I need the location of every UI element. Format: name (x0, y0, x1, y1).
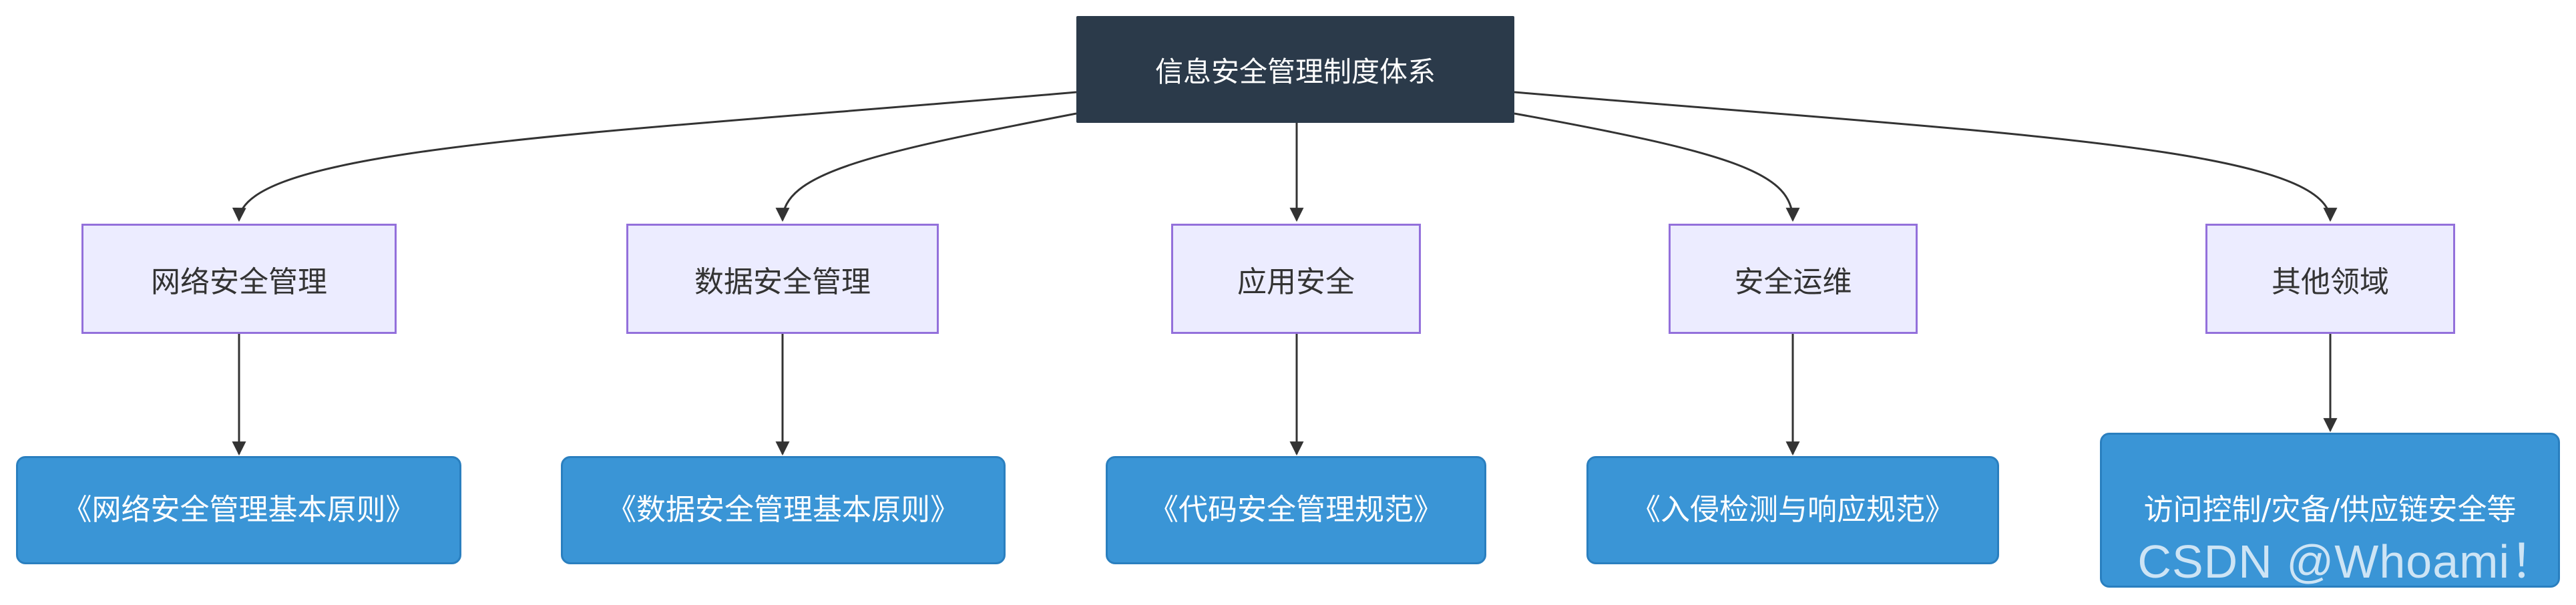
document-label: 访问控制/灾备/供应链安全等 (2143, 493, 2517, 527)
category-label: 应用安全 (1237, 264, 1355, 299)
edge-root-to-data (775, 112, 1077, 222)
category-node-data: 数据安全管理 (626, 224, 939, 334)
category-node-network: 网络安全管理 (81, 224, 397, 334)
category-node-app: 应用安全 (1171, 224, 1421, 334)
edge-root-to-network (232, 91, 1077, 222)
document-node-data: 《数据安全管理基本原则》 (561, 456, 1006, 564)
document-label: 《网络安全管理基本原则》 (62, 493, 415, 527)
category-label: 网络安全管理 (151, 264, 327, 299)
root-label: 信息安全管理制度体系 (1154, 55, 1436, 88)
watermark: CSDN @Whoami！ (2137, 536, 2557, 588)
category-label: 数据安全管理 (694, 264, 871, 299)
document-node-app: 《代码安全管理规范》 (1106, 456, 1486, 564)
edge-root-to-other (1514, 91, 2338, 222)
root-node: 信息安全管理制度体系 (1076, 16, 1514, 123)
category-label: 其他领域 (2272, 264, 2389, 299)
document-node-other: 访问控制/灾备/供应链安全等 (2100, 433, 2560, 588)
category-node-other: 其他领域 (2205, 224, 2455, 334)
category-node-ops: 安全运维 (1669, 224, 1918, 334)
document-label: 《数据安全管理基本原则》 (607, 493, 959, 527)
document-node-ops: 《入侵检测与响应规范》 (1586, 456, 1999, 564)
category-label: 安全运维 (1734, 264, 1852, 299)
document-label: 《代码安全管理规范》 (1149, 493, 1443, 527)
document-label: 《入侵检测与响应规范》 (1631, 493, 1954, 527)
edge-root-to-ops (1514, 112, 1800, 222)
document-node-network: 《网络安全管理基本原则》 (16, 456, 461, 564)
